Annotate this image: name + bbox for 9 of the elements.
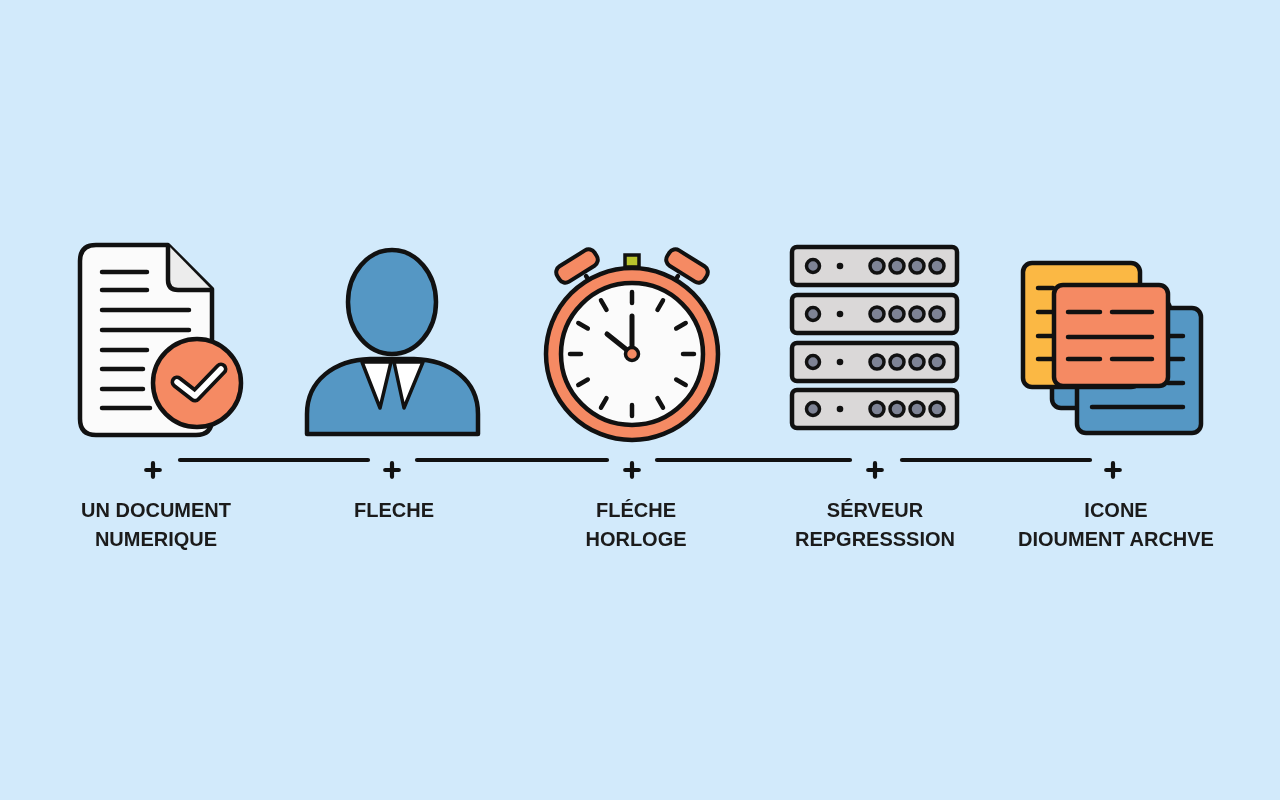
connector-line [414,457,610,463]
step-label: FLECHE [354,498,434,523]
step-label: FLÉCHE HORLOGE [585,498,687,552]
connector-line [899,457,1093,463]
step-label: SÉRVEUR REPGRESSSION [795,498,955,552]
step-label: UN DOCUMENT NUMERIQUE [81,498,231,552]
connector-line [177,457,371,463]
step-label: ICONE DIOUMENT ARCHVE [1018,498,1214,552]
connector-line [654,457,853,463]
